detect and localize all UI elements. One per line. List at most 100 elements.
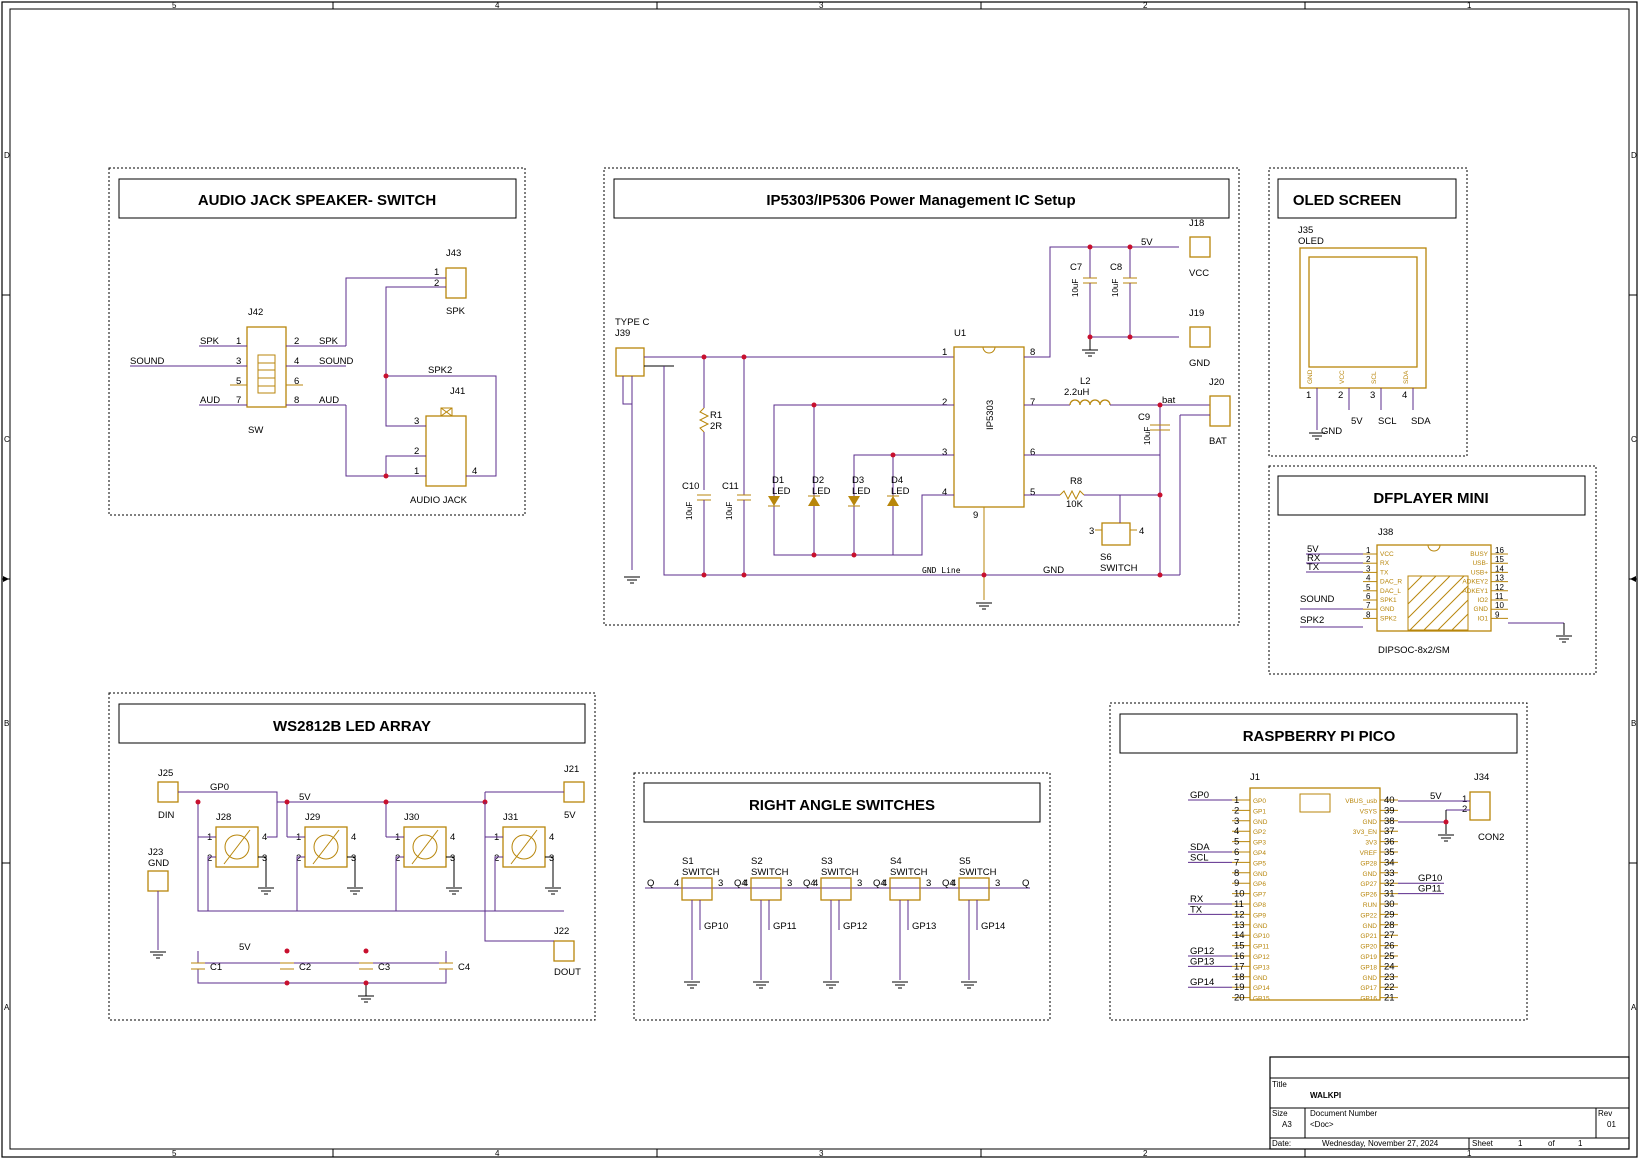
of-label: of: [1548, 1139, 1555, 1148]
u1-part-name: IP5303: [985, 400, 996, 430]
pico-left-pin-number: 18: [1234, 972, 1245, 983]
ws-led-body: [304, 826, 348, 868]
df-right-pin-number: 12: [1495, 583, 1504, 592]
j41-ref: J41: [450, 386, 465, 397]
switch-net-q4: Q4: [873, 878, 886, 889]
j42-pin-3: 3: [236, 356, 241, 367]
pico-right-pin-name: GND: [1363, 923, 1378, 930]
pico-left-pin-name: GP10: [1253, 933, 1270, 940]
c7-value: 10uF: [1071, 279, 1080, 297]
col-label-5-bottom: 5: [172, 1149, 177, 1158]
ws-led-gnd-wire: [347, 856, 356, 887]
ws-led-ref: J30: [404, 812, 419, 823]
ws-cap-ref: C4: [458, 962, 470, 973]
row-label-b-right: B: [1631, 719, 1636, 728]
switch-type: SWITCH: [959, 867, 997, 878]
row-label-b: B: [4, 719, 9, 728]
pico-right-pin-name: GP21: [1360, 933, 1377, 940]
date-value: Wednesday, November 27, 2024: [1322, 1139, 1439, 1148]
df-right-pin-number: 9: [1495, 610, 1500, 619]
size-label: Size: [1272, 1109, 1288, 1118]
df-left-pin-name: RX: [1380, 560, 1390, 567]
switch-pin-4: 4: [813, 878, 818, 889]
ws-led-body: [215, 826, 259, 868]
pico-left-pin-number: 14: [1234, 930, 1245, 941]
j35-ref: J35: [1298, 225, 1313, 236]
ws-led-ref: J31: [503, 812, 518, 823]
ws2812b-block: WS2812B LED ARRAY J25 DIN GP0 J23 GND J2…: [108, 692, 596, 1021]
pico-left-pin-name: GP7: [1253, 892, 1266, 899]
j38-ref: J38: [1378, 527, 1393, 538]
j42-ref: J42: [248, 307, 263, 318]
pico-right-pin-name: GP26: [1360, 892, 1377, 899]
df-right-pin-number: 10: [1495, 601, 1504, 610]
pico-left-pin-name: GP0: [1253, 798, 1266, 805]
switch-pin-3: 3: [995, 878, 1000, 889]
j42-sw-label: SW: [248, 425, 263, 436]
switch-pin-3: 3: [718, 878, 723, 889]
d4-ref: D4: [891, 475, 903, 486]
c11-ref: C11: [722, 481, 739, 492]
pico-left-pin-name: GP1: [1253, 808, 1266, 815]
ws-led-mark: [510, 829, 538, 865]
switch-net-label: GP14: [981, 921, 1005, 932]
row-label-d: D: [4, 151, 10, 160]
ws-led-pin-3: 3: [549, 853, 554, 864]
pico-right-pin-name: GP22: [1360, 912, 1377, 919]
pico-left-pin-name: GP15: [1253, 996, 1270, 1003]
j22-dout-label: DOUT: [554, 967, 581, 978]
title-label: Title: [1272, 1080, 1287, 1089]
oled-net-gnd: GND: [1321, 426, 1342, 437]
net-bat: bat: [1162, 395, 1176, 406]
j43-pin-1: 1: [434, 267, 439, 278]
net-q-left: Q: [647, 878, 654, 889]
pico-right-pin-number: 30: [1384, 899, 1395, 910]
ws-led-gnd-wire: [545, 856, 554, 887]
oled-pin-name-vcc: VCC: [1339, 370, 1346, 384]
pico-right-pin-name: GND: [1363, 975, 1378, 982]
pico-left-pin-number: 12: [1234, 909, 1245, 920]
oled-net-scl: SCL: [1378, 416, 1396, 427]
pico-left-pin-name: GP5: [1253, 860, 1266, 867]
oled-pin-4: 4: [1402, 390, 1407, 401]
ws-led-pin-3: 3: [262, 853, 267, 864]
r1-ref: R1: [710, 410, 722, 421]
l2-ref: L2: [1080, 376, 1091, 387]
j34-con2-label: CON2: [1478, 832, 1504, 843]
switch-body: [889, 877, 921, 901]
pico-left-pin-name: GP3: [1253, 840, 1266, 847]
doc-number-value: <Doc>: [1310, 1120, 1334, 1129]
u1-pin-7: 7: [1030, 397, 1035, 408]
ws-led-pin-4: 4: [450, 832, 455, 843]
j41-pin-3: 3: [414, 416, 419, 427]
pico-right-pin-name: RUN: [1363, 902, 1377, 909]
ws-led-gnd-wire: [258, 856, 267, 887]
pico-left-net-label: GP12: [1190, 946, 1214, 957]
net-spk-left: SPK: [200, 336, 220, 347]
j25-din-label: DIN: [158, 810, 175, 821]
pico-left-pin-number: 11: [1234, 899, 1244, 910]
pico-right-pin-name: VBUS_usb: [1345, 798, 1377, 805]
s6-pin-3: 3: [1089, 526, 1094, 537]
pico-left-pin-name: GP4: [1253, 850, 1266, 857]
df-right-pin-number: 16: [1495, 546, 1504, 555]
pico-right-pin-name: GP20: [1360, 944, 1377, 951]
ws-led-gnd-wire: [446, 856, 455, 887]
switch-net-label: GP10: [704, 921, 728, 932]
ws-cap-ref: C2: [299, 962, 311, 973]
pico-left-pin-number: 1: [1234, 795, 1239, 806]
j25-ref: J25: [158, 768, 173, 779]
j39-type-c-label: TYPE C: [615, 317, 649, 328]
oled-block-title: OLED SCREEN: [1293, 192, 1401, 209]
r8-ref: R8: [1070, 476, 1082, 487]
j42-pin-6: 6: [294, 376, 299, 387]
ws-led-pin-3: 3: [351, 853, 356, 864]
pico-left-pin-number: 15: [1234, 941, 1245, 952]
oled-block: OLED SCREEN J35 OLED GND VCC SCL SDA 1 2…: [1268, 167, 1468, 457]
pico-right-pin-name: GP18: [1360, 964, 1377, 971]
oled-pin-name-gnd: GND: [1307, 369, 1314, 384]
switch-gnd-symbol: [960, 981, 978, 989]
